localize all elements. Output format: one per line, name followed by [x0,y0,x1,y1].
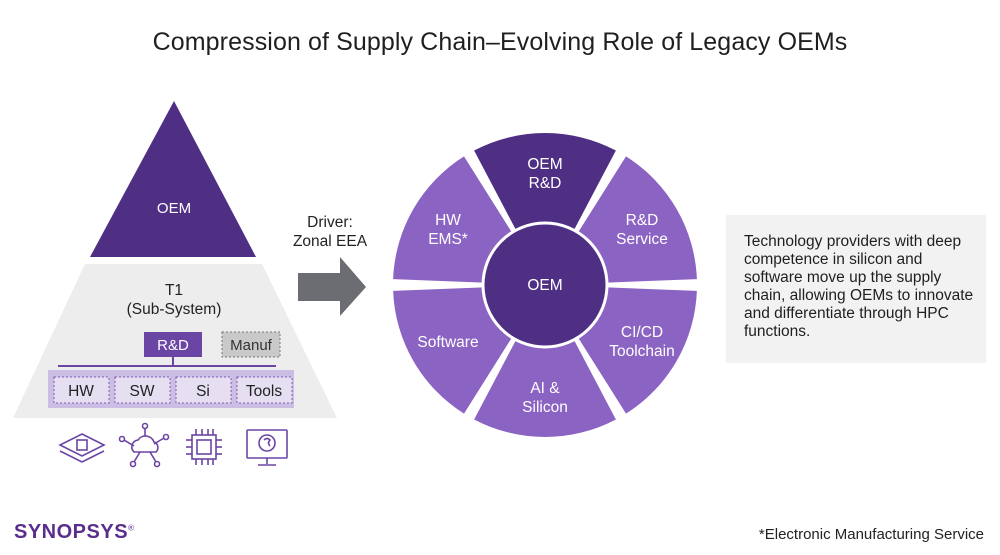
wheel-segment [474,132,616,231]
info-note: Technology providers with deep competenc… [726,215,986,363]
rd-label: R&D [157,337,189,354]
diagram-title: Compression of Supply Chain–Evolving Rol… [152,28,848,56]
wheel-segment-label: EMS* [428,231,468,248]
wheel [393,132,697,437]
footnote: *Electronic Manufacturing Service [758,526,984,543]
cloud-network-icon [118,422,170,468]
chip-tools-label: Tools [246,383,282,400]
chip-tools [236,376,293,404]
pyramid-top-oem [90,101,256,257]
wheel-segment [578,287,697,414]
wheel-segment [578,156,697,283]
pyramid-oem-label: OEM [157,200,191,217]
manuf-label: Manuf [230,337,273,354]
chip-sw [114,376,171,404]
brand-name: SYNOPSYS [14,521,129,543]
chip-sw-label: SW [130,383,155,400]
wheel-segment-label: OEM [527,156,562,173]
pyramid-subsystem-label: (Sub-System) [127,301,222,318]
driver-arrow [298,257,366,316]
pyramid-t1-label: T1 [165,282,183,299]
wheel-segment [393,287,512,414]
chip-hw [53,376,110,404]
wheel-segment-label: Toolchain [609,343,675,360]
chip-row: HW SW Si Tools [53,376,293,404]
wheel-segment-label: Software [417,334,478,351]
processor-chip-icon [186,429,222,465]
wheel-segment [393,156,512,283]
brand-mark: ® [128,523,135,533]
chip-si-label: Si [196,383,210,400]
arrow-label-driver: Driver: [307,214,353,231]
chip-si [175,376,232,404]
wheel-segment [474,339,616,437]
rd-box [144,332,202,357]
chip-hw-label: HW [68,383,94,400]
wheel-center-oem [481,221,609,349]
synopsys-logo: SYNOPSYS® [14,521,134,544]
wheel-segment-label: AI & [530,380,560,397]
arrow-label-zonal-eea: Zonal EEA [293,233,368,250]
monitor-brain-icon [246,429,288,466]
wheel-segment-label: R&D [529,175,562,192]
wheel-segment-label: Service [616,231,668,248]
wheel-segment-label: CI/CD [621,324,663,341]
wheel-center-label: OEM [527,277,562,294]
layers-chip-icon [58,433,106,463]
wheel-segment-label: R&D [626,212,659,229]
wheel-segment-label: Silicon [522,399,568,416]
manuf-box [221,331,281,358]
wheel-segment-label: HW [435,212,461,229]
